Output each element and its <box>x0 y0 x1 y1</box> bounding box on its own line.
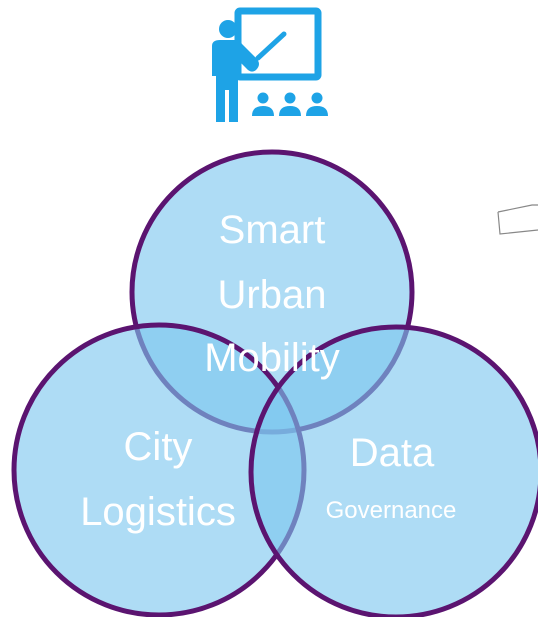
audience-head-3 <box>311 92 323 104</box>
smart-urban-mobility-label-line-3: Mobility <box>204 336 340 380</box>
city-logistics-label-line-1: City <box>124 425 193 469</box>
smart-urban-mobility-label-line-2: Urban <box>218 273 327 317</box>
data-governance-label-line-2: Governance <box>326 497 457 524</box>
smart-urban-mobility-label-line-1: Smart <box>219 208 326 252</box>
page-corner-icon <box>497 204 538 235</box>
data-governance-label-line-1: Data <box>350 431 435 475</box>
city-logistics-label-line-2: Logistics <box>80 490 236 534</box>
venn-circles <box>11 149 538 620</box>
teacher-presentation-icon <box>212 7 328 122</box>
audience-head-1 <box>257 92 269 104</box>
audience-body-3 <box>306 106 328 116</box>
audience-body-1 <box>252 106 274 116</box>
pointer-stick <box>255 31 287 61</box>
presenter-body <box>212 40 259 122</box>
audience-body-2 <box>279 106 301 116</box>
audience-head-2 <box>284 92 296 104</box>
venn-labels: Smart Urban Mobility City Logistics Data… <box>80 208 456 534</box>
presenter-head <box>219 20 237 38</box>
